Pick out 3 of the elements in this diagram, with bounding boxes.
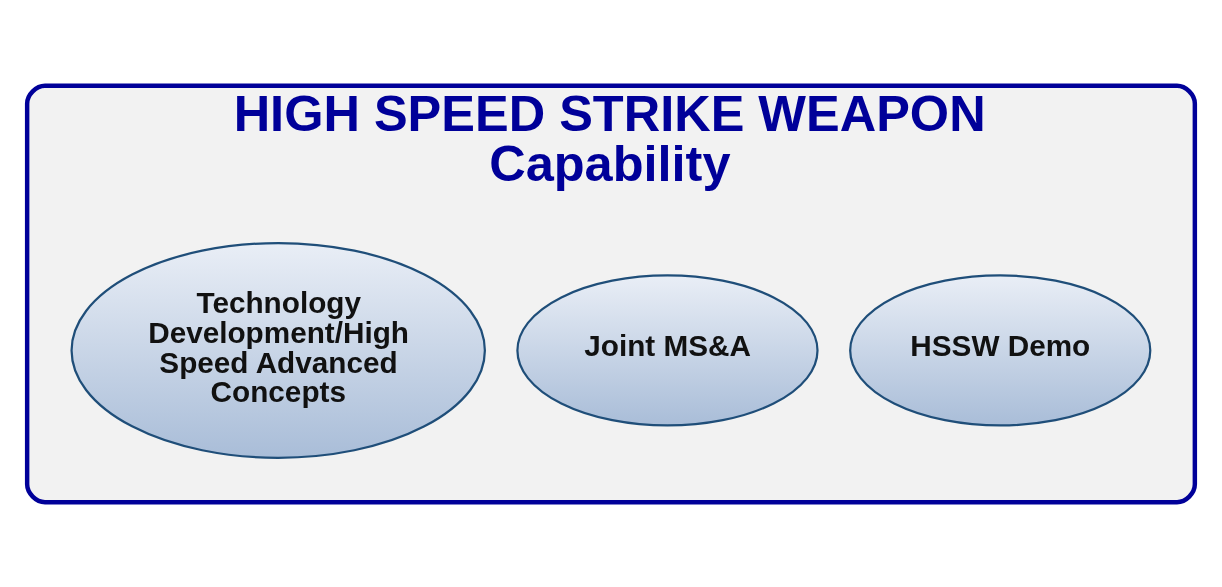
node-ellipse: Technology Development/High Speed Advanced Concepts bbox=[70, 241, 486, 459]
node-ellipse: HSSW Demo bbox=[849, 273, 1152, 427]
node-ellipse: Joint MS&A bbox=[516, 273, 819, 427]
